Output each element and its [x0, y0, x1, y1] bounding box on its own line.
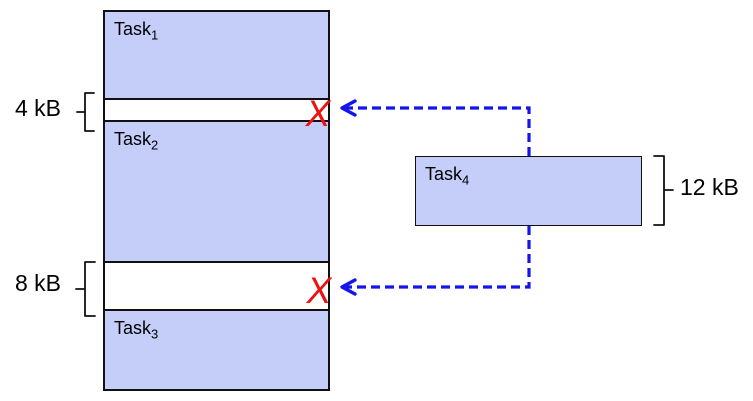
task4-label-subscript: 4 [462, 172, 470, 188]
task2-block: Task2 [105, 122, 328, 263]
task3-label: Task3 [114, 318, 159, 342]
brace-4kb [76, 92, 95, 132]
task1-block: Task1 [105, 12, 328, 100]
free-gap-4kb [105, 100, 328, 122]
task2-label-subscript: 2 [151, 137, 159, 153]
memory-column: Task1 Task2 Task3 [103, 10, 330, 391]
brace-8kb [75, 261, 96, 317]
arrow-to-4kb-gap [346, 106, 531, 156]
arrowhead-4kb-icon [340, 99, 357, 117]
gap1-size-label: 4 kB [15, 95, 62, 121]
task1-label-subscript: 1 [151, 27, 159, 43]
task4-size-label: 12 kB [680, 174, 739, 200]
arrow-to-8kb-gap [346, 226, 531, 289]
task3-block: Task3 [105, 311, 328, 389]
brace-12kb [653, 155, 674, 226]
arrowhead-8kb-icon [340, 278, 357, 296]
task4-block: Task4 [415, 156, 642, 226]
task1-label: Task1 [114, 19, 159, 43]
gap2-size-label: 8 kB [15, 270, 62, 296]
task3-label-subscript: 3 [151, 326, 159, 342]
task4-label: Task4 [425, 164, 470, 188]
task2-label: Task2 [114, 129, 159, 153]
free-gap-8kb [105, 263, 328, 311]
